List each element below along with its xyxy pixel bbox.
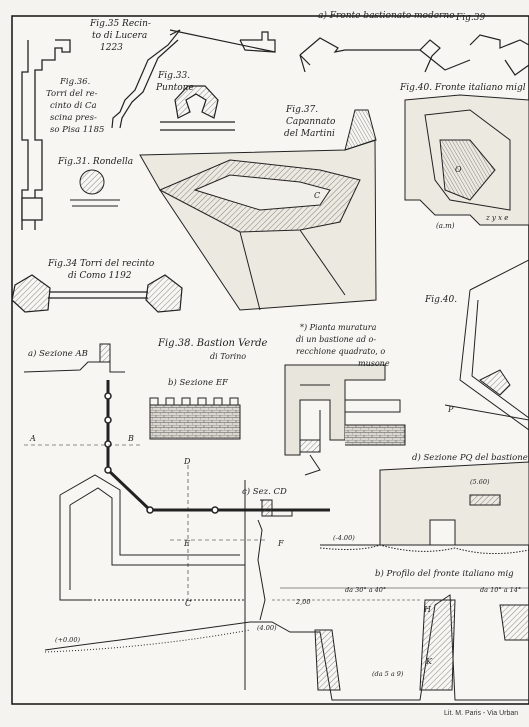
fig37-capannato bbox=[139, 109, 377, 311]
fig34-title: Fig.34 Torri del recinto bbox=[47, 259, 155, 269]
lithographer-credit: Lit. M. Paris - Via Urban bbox=[444, 710, 518, 717]
fig35-title: Fig.35 Recin- bbox=[89, 19, 151, 29]
fig36-line4: scina pres- bbox=[50, 113, 97, 123]
profile-dim-6: (4.00) bbox=[257, 624, 277, 632]
fig38-subtitle: di Torino bbox=[210, 352, 246, 361]
fig40-plan-upper bbox=[404, 94, 529, 226]
plan-letter-f: F bbox=[277, 539, 284, 548]
section-cd-label: c) Sez. CD bbox=[242, 486, 287, 497]
pianta-line4: musone bbox=[358, 359, 390, 368]
profile-fronte bbox=[44, 587, 529, 701]
section-ab-label: a) Sezione AB bbox=[28, 348, 88, 359]
fig36-line2: Torri del re- bbox=[46, 89, 98, 99]
fig40-dim-am: (a.m) bbox=[436, 222, 455, 230]
profile-dim-1: da 30° a 40° bbox=[345, 586, 386, 594]
fig40-letter-p: P bbox=[447, 405, 454, 414]
fig33-title: Fig.33. bbox=[157, 71, 190, 81]
fig35-lucera-wall bbox=[111, 29, 276, 129]
profile-label: b) Profilo del fronte italiano mig bbox=[375, 568, 514, 579]
dim-pq-left: (-4.00) bbox=[333, 534, 355, 542]
section-pq-label: d) Sezione PQ del bastione bbox=[412, 452, 528, 463]
fig39-number: Fig.39 bbox=[455, 13, 485, 23]
fig33-puntone bbox=[160, 85, 235, 131]
plan-letter-e: E bbox=[183, 539, 190, 548]
profile-dim-3: (da 5 a 9) bbox=[372, 670, 404, 678]
fig38-title: Fig.38. Bastion Verde bbox=[157, 338, 268, 349]
fig34-como-towers bbox=[11, 274, 183, 313]
pianta-line2: di un bastione ad o- bbox=[296, 335, 376, 344]
fig40-letter-o: O bbox=[455, 165, 462, 174]
fig40-number: Fig.40. bbox=[424, 295, 457, 305]
fig36-line5: so Pisa 1185 bbox=[50, 125, 104, 135]
fig37-letter-c: C bbox=[314, 191, 320, 200]
fig37-line2: Capannato bbox=[286, 117, 336, 127]
fig31-rondella bbox=[70, 169, 120, 207]
pianta-line3: recchione quadrato, o bbox=[296, 347, 385, 356]
fig34-subtitle: di Como 1192 bbox=[68, 271, 132, 281]
fig31-title: Fig.31. Rondella bbox=[57, 157, 133, 167]
plan-letter-b: B bbox=[127, 434, 134, 443]
section-ab bbox=[23, 343, 125, 373]
section-ef bbox=[149, 397, 241, 440]
profile-dim-5: 2,00 bbox=[295, 598, 310, 606]
fig39-bastion-outlines bbox=[299, 34, 529, 76]
fig40-letters: z y x e bbox=[485, 214, 508, 222]
fig40-plan-lower bbox=[444, 259, 529, 431]
profile-letter-k: K bbox=[425, 657, 433, 666]
fig35-subtitle: to di Lucera bbox=[92, 31, 147, 41]
pianta-muratura bbox=[284, 364, 406, 476]
profile-dim-2: da 10° a 14° bbox=[480, 586, 521, 594]
fig38-plan bbox=[24, 380, 330, 690]
plan-letter-a: A bbox=[29, 434, 36, 443]
fig36-line3: cinto di Ca bbox=[50, 101, 97, 111]
fig36-pisa-wall bbox=[21, 39, 71, 230]
fig37-line3: del Martini bbox=[284, 129, 335, 139]
profile-letter-h: H bbox=[423, 605, 432, 614]
section-ef-label: b) Sezione EF bbox=[168, 377, 229, 388]
fig39-title: a) Fronte bastionato moderno bbox=[318, 10, 455, 21]
pianta-line1: *) Pianta muratura bbox=[300, 323, 377, 332]
fig37-title: Fig.37. bbox=[285, 105, 318, 115]
fig33-subtitle: Puntone bbox=[155, 83, 194, 93]
dim-pq-top: (5.60) bbox=[470, 478, 490, 486]
section-pq bbox=[319, 461, 529, 555]
profile-dim-4: (+0.00) bbox=[55, 636, 80, 644]
fig40-title: Fig.40. Fronte italiano migl bbox=[399, 83, 526, 93]
fig36-title: Fig.36. bbox=[59, 77, 90, 87]
plan-letter-c: C bbox=[185, 599, 191, 608]
fig35-year: 1223 bbox=[100, 43, 123, 53]
plan-letter-d: D bbox=[183, 457, 191, 466]
section-cd bbox=[257, 499, 293, 621]
